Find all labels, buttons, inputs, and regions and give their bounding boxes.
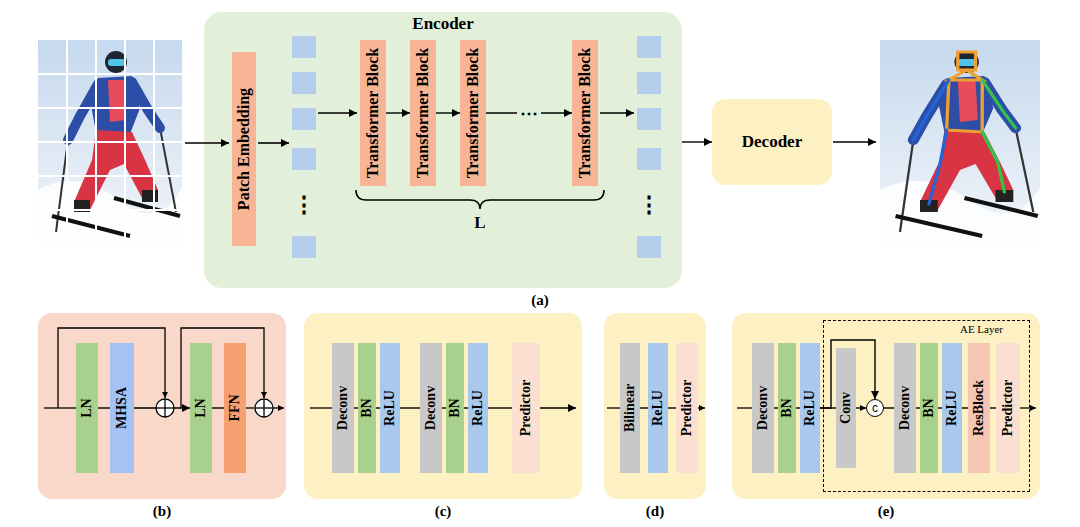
- bilinear-layer: Bilinear: [620, 343, 640, 473]
- layer-label: FFN: [227, 394, 242, 421]
- layer-label: Transformer Block: [414, 48, 432, 179]
- transformer-block: Transformer Block: [572, 40, 598, 186]
- skeleton-limb: [949, 70, 982, 80]
- skeleton-limb: [982, 132, 1004, 192]
- layer-label: BN: [359, 398, 374, 417]
- layer-label: Predictor: [518, 380, 533, 437]
- grid-line: [38, 175, 182, 177]
- bn-layer: BN: [920, 343, 938, 473]
- layer-label: MHSA: [114, 387, 129, 429]
- conv-layer: Conv: [836, 348, 856, 468]
- decoder-panel: (c)DeconvBNReLUDeconvBNReLUPredictor: [304, 313, 582, 499]
- relu-layer: ReLU: [468, 343, 488, 473]
- layer-label: BN: [447, 398, 462, 417]
- layer-label: Predictor: [1000, 380, 1015, 437]
- layer-count: L: [474, 214, 485, 231]
- layer-label: LN: [79, 398, 94, 417]
- panel-label: (a): [531, 293, 549, 308]
- layer-label: Bilinear: [622, 384, 637, 432]
- predictor-layer: Predictor: [996, 343, 1020, 473]
- ae-layer-box: AE LayerConv c Deconv BN ReLU ResBlock Predict…: [823, 320, 1030, 492]
- ffn-layer: FFN: [224, 343, 246, 473]
- layer-label: Deconv: [755, 386, 770, 430]
- relu-layer: ReLU: [942, 343, 962, 473]
- predictor-layer: Predictor: [512, 343, 540, 473]
- grid-line: [38, 73, 182, 75]
- skeleton-limb: [982, 80, 1015, 128]
- layer-label: Transformer Block: [364, 48, 382, 179]
- layer-label: ReLU: [802, 390, 817, 426]
- decoder-panel: (e)DeconvBNReLUAE LayerConvcDeconvBNReLU…: [732, 313, 1040, 499]
- layer-label: Patch Embedding: [235, 88, 253, 210]
- predictor-layer: Predictor: [676, 343, 698, 473]
- panel-label: (c): [435, 503, 452, 520]
- panel-title: Encoder: [412, 15, 473, 34]
- skeleton-head: [958, 52, 976, 70]
- layer-label: Deconv: [335, 386, 350, 430]
- layer-label: ReLU: [470, 390, 485, 426]
- layer-label: ReLU: [650, 390, 665, 426]
- layer-label: Deconv: [897, 386, 912, 430]
- panel-label: (d): [646, 503, 664, 520]
- layer-label: Conv: [838, 392, 853, 424]
- layer-label: LN: [193, 398, 208, 417]
- connector: [682, 141, 712, 142]
- deconv-layer: Deconv: [332, 343, 354, 473]
- attention-layer: MHSA: [110, 343, 134, 473]
- resblock-layer: ResBlock: [968, 343, 990, 473]
- encoder-panel: EncoderPatch Embedding Transformer Block T…: [204, 12, 682, 288]
- transformer-block: Transformer Block: [460, 40, 486, 186]
- skeleton-limb: [929, 130, 947, 204]
- concat-node: c: [866, 399, 884, 417]
- bn-layer: BN: [778, 343, 796, 473]
- flow-arrow: [833, 141, 876, 143]
- bn-layer: BN: [358, 343, 376, 473]
- edge-label: ⋯: [517, 104, 541, 122]
- layer-label: ResBlock: [971, 380, 986, 436]
- layer-label: Transformer Block: [576, 48, 594, 179]
- layer-label: BN: [779, 398, 794, 417]
- bn-layer: BN: [446, 343, 464, 473]
- ellipsis-mark: ⋮: [638, 194, 660, 216]
- ellipsis-mark: ⋮: [293, 194, 315, 216]
- relu-layer: ReLU: [648, 343, 668, 473]
- norm-layer: LN: [76, 343, 98, 473]
- output-image: [880, 40, 1040, 246]
- deconv-layer: Deconv: [752, 343, 774, 473]
- input-image: [38, 40, 182, 246]
- layer-label: Predictor: [679, 380, 694, 437]
- embedding-block: Patch Embedding: [232, 52, 256, 246]
- panel-label: (b): [153, 503, 171, 520]
- norm-layer: LN: [190, 343, 212, 473]
- patch-grid: [38, 40, 182, 246]
- pose-skeleton: [913, 52, 1015, 204]
- grid-line: [38, 141, 182, 143]
- block-panel: (b)LNMHSALNFFN: [38, 313, 286, 499]
- decoder-panel: (d)BilinearReLUPredictor: [604, 313, 706, 499]
- box-label: Decoder: [742, 133, 802, 152]
- skeleton-limb: [947, 80, 983, 132]
- relu-layer: ReLU: [380, 343, 400, 473]
- decoder-box: Decoder: [712, 99, 832, 185]
- layer-label: Transformer Block: [464, 48, 482, 179]
- group-label: AE Layer: [960, 323, 1003, 335]
- layer-label: ReLU: [944, 390, 959, 426]
- transformer-block: Transformer Block: [410, 40, 436, 186]
- transformer-block: Transformer Block: [360, 40, 386, 186]
- layer-label: ReLU: [382, 390, 397, 426]
- relu-layer: ReLU: [800, 343, 820, 473]
- deconv-layer: Deconv: [894, 343, 916, 473]
- operator-label: c: [872, 402, 878, 414]
- panel-label: (e): [878, 503, 895, 520]
- grid-line: [38, 209, 182, 211]
- deconv-layer: Deconv: [420, 343, 442, 473]
- layer-label: Deconv: [423, 386, 438, 430]
- skeleton-limb: [913, 80, 949, 140]
- layer-label: BN: [921, 398, 936, 417]
- grid-line: [38, 107, 182, 109]
